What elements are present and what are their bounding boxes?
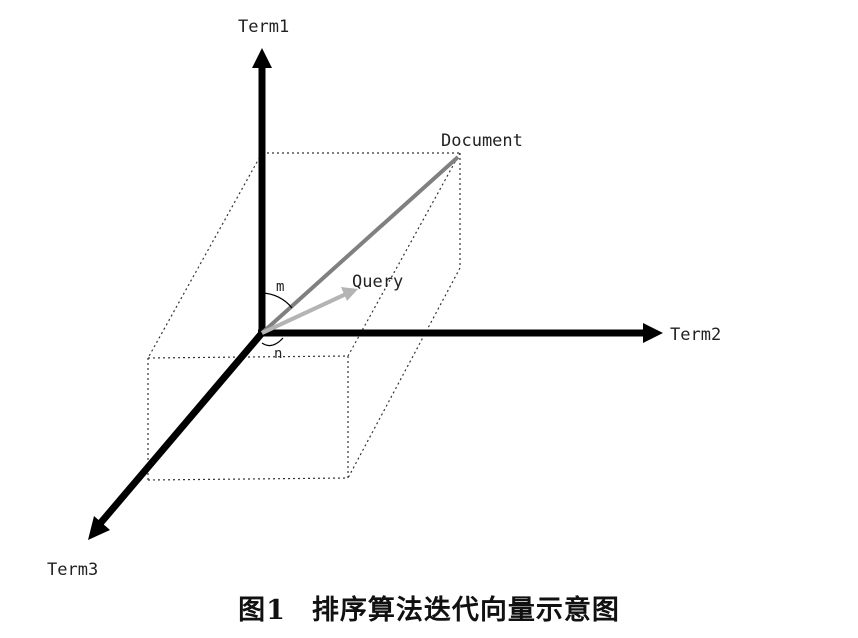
term2-label: Term2 (670, 325, 721, 345)
term3-axis (95, 330, 265, 529)
query-vector (261, 292, 347, 335)
figure-title: 排序算法迭代向量示意图 (311, 595, 620, 626)
document-label: Document (441, 131, 523, 151)
figure-caption: 图1 排序算法迭代向量示意图 (0, 588, 858, 627)
term1-label: Term1 (238, 17, 289, 37)
term3-arrowhead (88, 516, 110, 540)
angle-n-arc (261, 337, 284, 347)
axes (88, 48, 663, 540)
angle-n-label: n (274, 346, 282, 362)
projection-box (147, 152, 461, 481)
figure-number: 图1 (238, 595, 286, 626)
term1-arrowhead (252, 48, 272, 68)
term3-label: Term3 (47, 560, 98, 580)
term2-arrowhead (643, 323, 663, 343)
angle-m-label: m (276, 279, 284, 295)
angle-m-arc (261, 292, 293, 309)
document-vector (260, 155, 460, 335)
query-arrowhead (341, 287, 358, 301)
query-label: Query (352, 272, 403, 292)
